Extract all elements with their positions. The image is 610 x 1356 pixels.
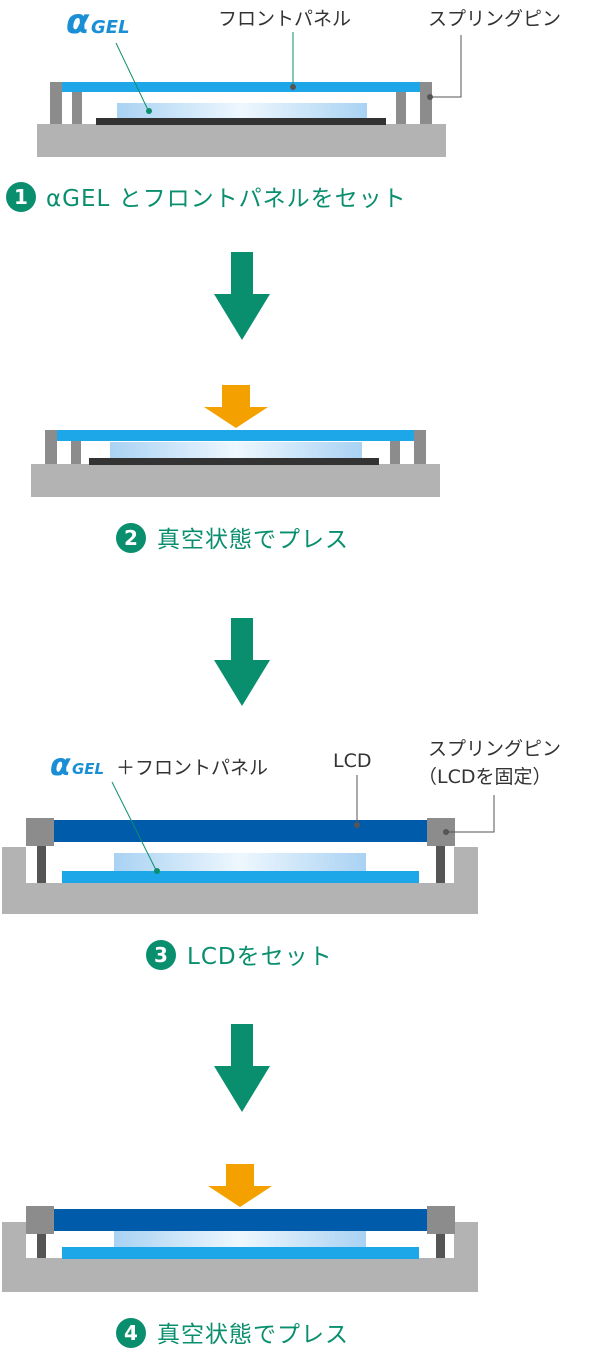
leader-dot-spring-pin [443,829,449,835]
front-panel [57,430,414,441]
spring-pin-right [436,846,445,883]
spring-pin-right-outer [414,430,426,464]
leader-dot-gel [154,868,160,874]
lcd-panel [54,820,427,842]
spring-pin-right-head [427,1206,455,1234]
stage-3-diagram: α GEL ＋フロントパネル LCD スプリングピン （LCDを固定） [2,738,561,914]
leader-dot-spring-pin [427,94,433,100]
leader-line-spring-pin [446,795,495,833]
logo-gel: GEL [91,17,130,38]
agel-sheet [114,853,366,871]
spring-pin-left-head [26,1206,54,1234]
spring-pin-left [37,1233,46,1258]
press-arrow-2 [204,385,268,428]
spring-pin-right [436,1233,445,1258]
down-arrow-3 [214,1024,270,1112]
leader-line-spring-pin [430,35,462,98]
label-front-panel: フロントパネル [218,8,351,30]
recessed-base [2,1222,478,1292]
step-1-number: 1 [14,185,28,209]
label-gel-plus-front-panel: ＋フロントパネル [116,757,268,779]
dark-plate [89,458,379,465]
step-3-caption: 3 LCDをセット [146,940,333,970]
step-1-text: αGEL とフロントパネルをセット [46,186,407,212]
leader-dot-gel [146,108,152,114]
spring-pin-left-outer [50,82,62,124]
step-4-text: 真空状態でプレス [157,1322,349,1348]
agel-sheet [114,1231,366,1248]
step-2-caption: 2 真空状態でプレス [116,523,349,553]
step-2-text: 真空状態でプレス [157,527,349,553]
base-plate [37,124,446,157]
step-3-number-badge [146,940,176,970]
front-panel [62,1247,419,1259]
agel-logo: α GEL [50,748,104,783]
lcd-panel [54,1209,427,1231]
base-plate [31,464,440,497]
front-panel [62,871,419,883]
stage-4-diagram [2,1164,478,1292]
spring-pin-left-inner [71,440,81,464]
step-2-number: 2 [124,526,138,550]
step-4-number: 4 [124,1321,138,1345]
logo-alpha: α [66,2,90,42]
spring-pin-left-inner [72,92,82,124]
spring-pin-right-inner [396,92,406,124]
press-arrow-4 [208,1164,272,1207]
spring-pin-left-outer [45,430,57,464]
agel-sheet [110,442,362,458]
step-3-text: LCDをセット [187,944,333,970]
label-spring-pin-fixed-lcd: （LCDを固定） [418,766,551,788]
step-3-number: 3 [154,943,168,967]
stage-2-diagram [31,385,440,497]
down-arrow-1 [214,252,270,340]
front-panel [62,82,420,92]
spring-pin-left-head [26,818,54,846]
agel-logo: α GEL [66,2,130,42]
dark-plate [96,118,386,125]
leader-dot-lcd [354,822,360,828]
leader-line-gel [115,42,149,111]
stage-1-diagram: α GEL フロントパネル スプリングピン [37,2,561,157]
step-4-caption: 4 真空状態でプレス [116,1318,349,1348]
down-arrow-2 [214,618,270,706]
step-4-number-badge [116,1318,146,1348]
spring-pin-left [37,846,46,883]
leader-line-gel [111,781,157,871]
leader-dot-front-panel [290,84,296,90]
spring-pin-right-inner [390,440,400,464]
label-spring-pin: スプリングピン [428,738,561,760]
label-spring-pin: スプリングピン [428,8,561,30]
logo-gel: GEL [72,760,104,778]
step-1-number-badge [6,182,36,212]
logo-alpha: α [50,748,71,783]
step-1-caption: 1 αGEL とフロントパネルをセット [6,182,407,212]
agel-sheet [117,103,367,118]
spring-pin-right-outer [420,82,432,124]
label-lcd: LCD [333,750,371,772]
step-2-number-badge [116,523,146,553]
recessed-base [2,847,478,914]
